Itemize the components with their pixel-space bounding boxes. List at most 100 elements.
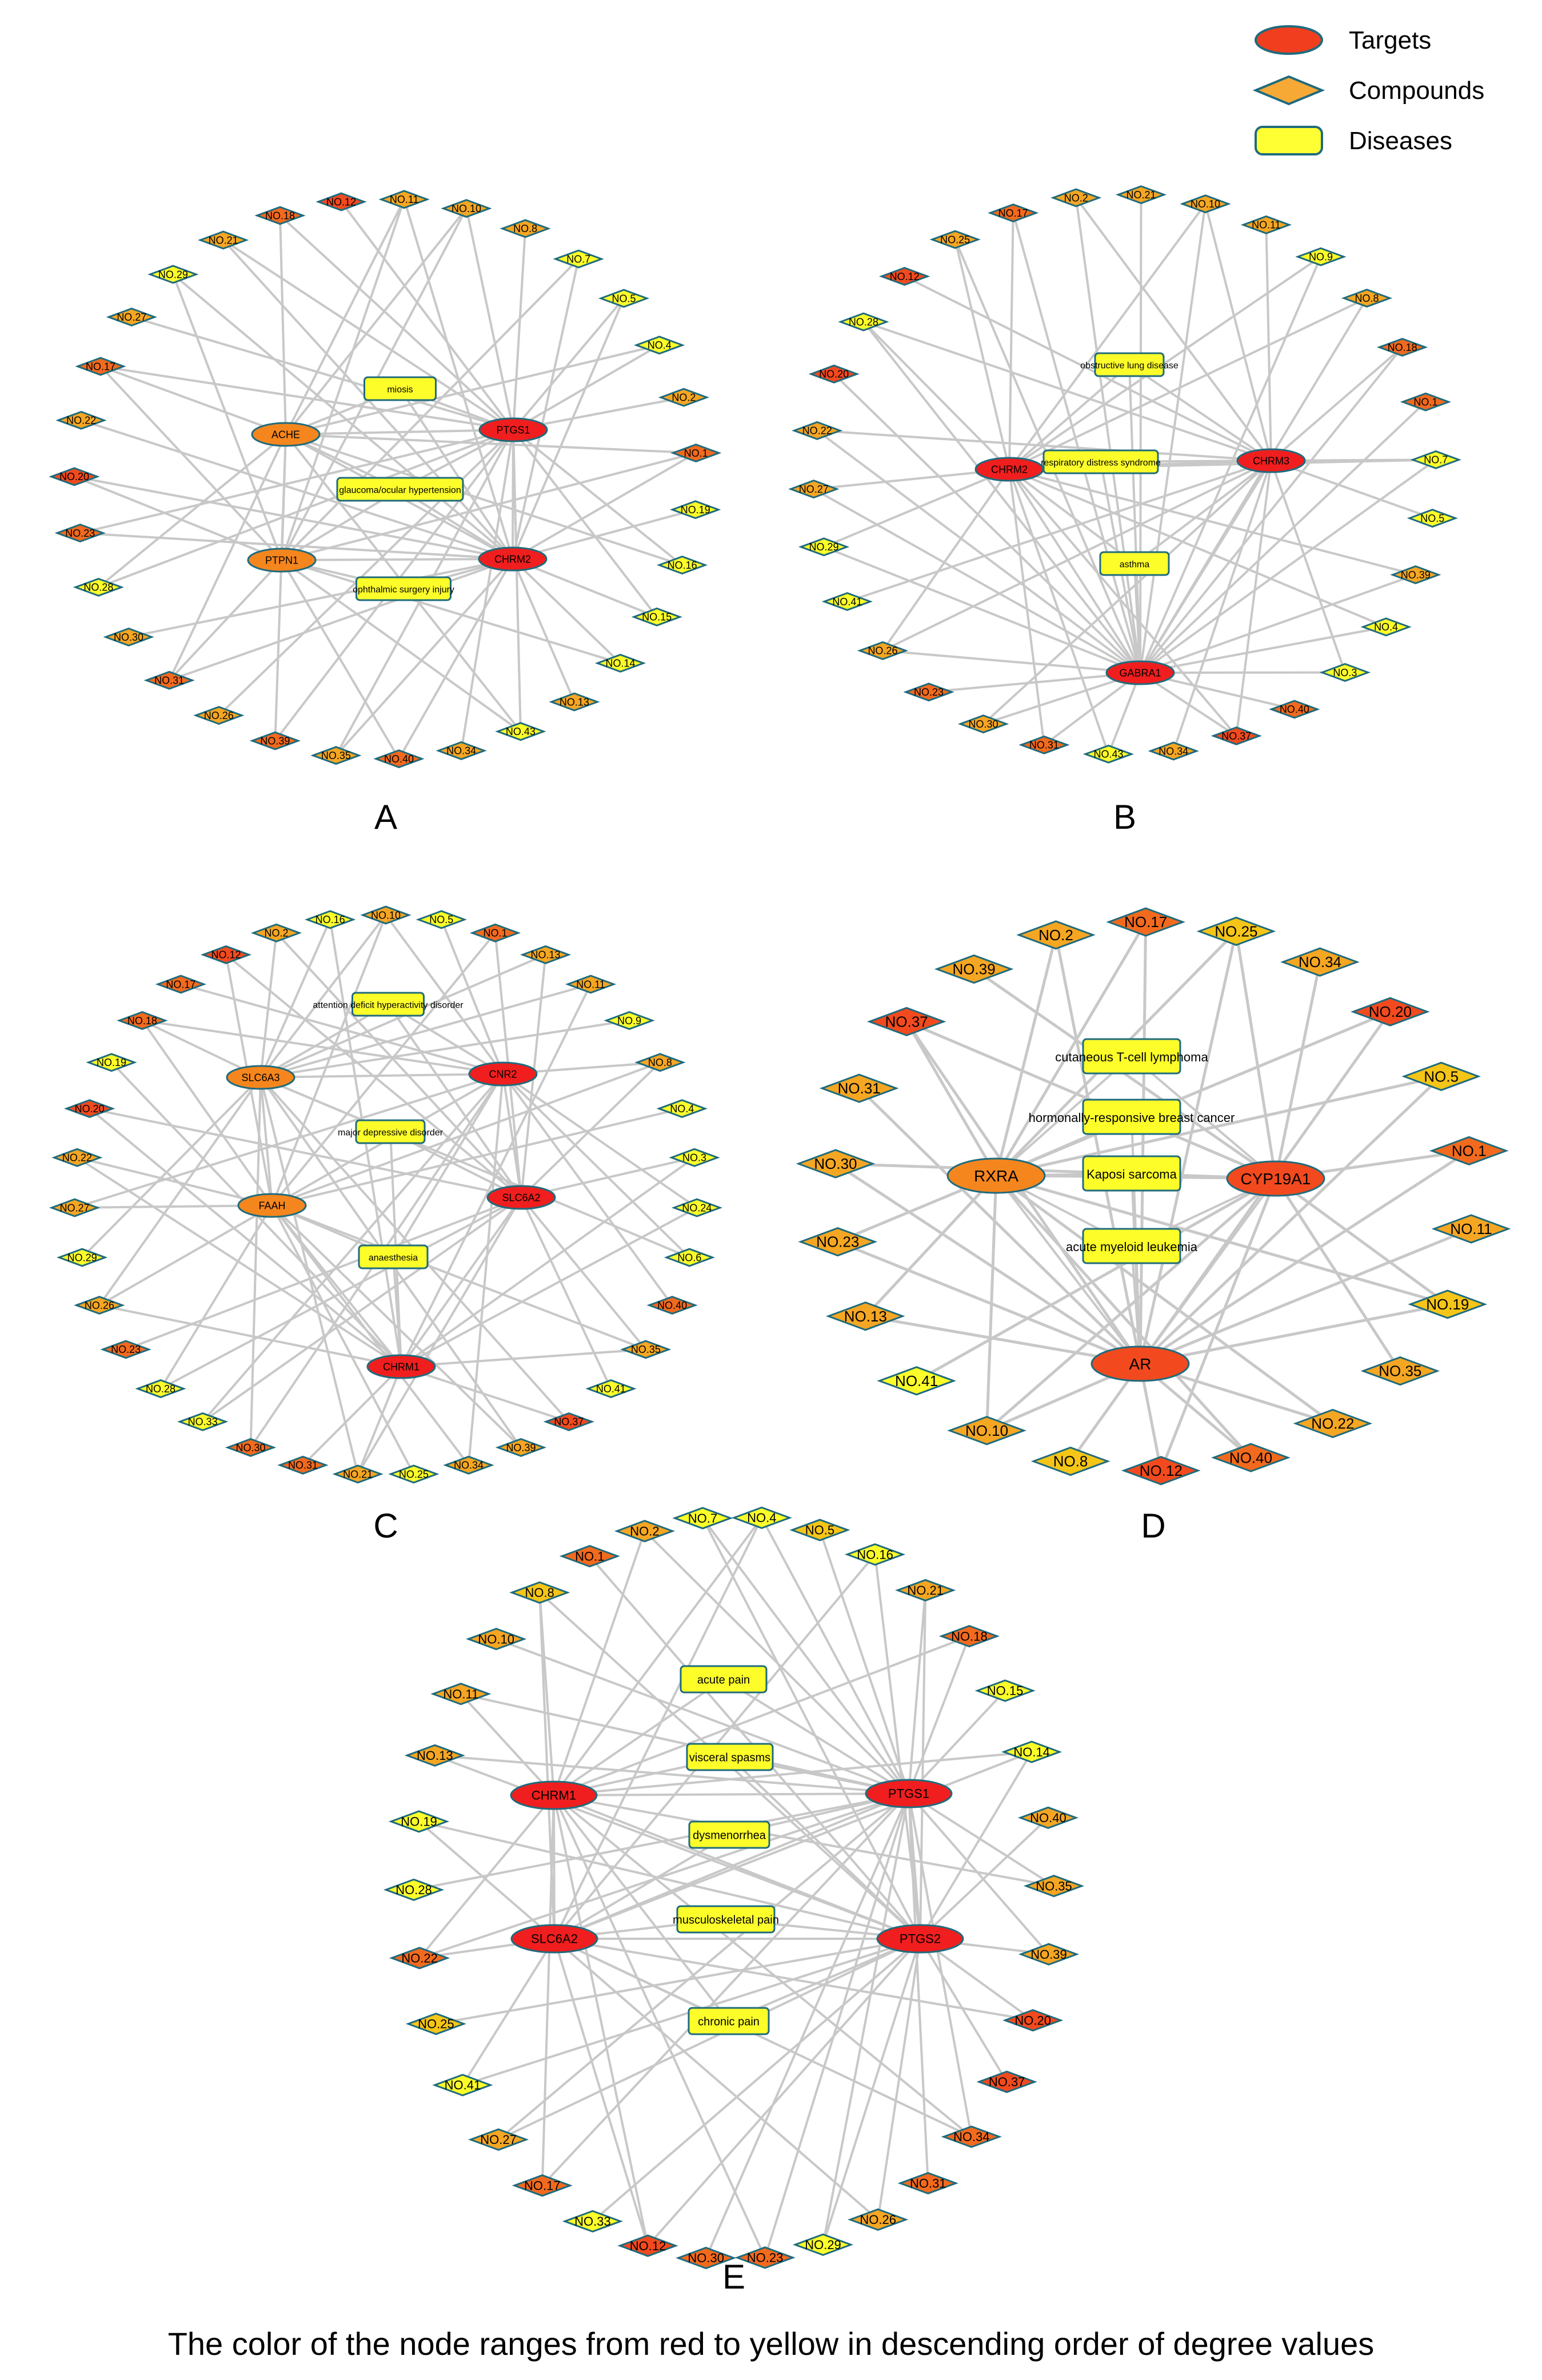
disease-box [1082, 1155, 1181, 1192]
compound-label: NO.23 [747, 2251, 784, 2265]
compound-diamond [670, 500, 721, 520]
edge [882, 649, 1141, 674]
edge [418, 1820, 921, 1940]
disease-box [688, 1820, 770, 1849]
compound-diamond [310, 746, 362, 765]
edge [919, 1938, 1008, 2083]
compound-diamond [1407, 509, 1458, 528]
compound-diamond [1050, 188, 1102, 207]
edge [823, 468, 1010, 548]
edge [502, 1073, 690, 1259]
edge [1128, 364, 1272, 462]
target-label: PTGS1 [496, 424, 530, 436]
edge [1008, 468, 1136, 565]
compound-node: NO.20 [49, 467, 100, 486]
compound-node: NO.15 [631, 607, 682, 626]
compound-diamond [443, 1455, 494, 1475]
compound-label: NO.39 [1401, 569, 1431, 581]
compound-node: NO.28 [135, 1379, 186, 1399]
compound-node: NO.18 [1376, 338, 1428, 357]
edge [1008, 255, 1322, 470]
edge [908, 1690, 1006, 1795]
target-label: SLC6A3 [241, 1072, 279, 1083]
edge [392, 1256, 402, 1367]
compound-node: NO.1 [559, 1545, 620, 1568]
edge [512, 297, 625, 431]
legend-label: Targets [1349, 26, 1431, 54]
legend-label: Compounds [1349, 77, 1484, 105]
compound-diamond [792, 421, 843, 440]
compound-label: NO.26 [85, 1300, 114, 1311]
edge [1009, 468, 1387, 628]
compound-label: NO.29 [809, 541, 839, 553]
edge [99, 365, 283, 561]
edge [553, 1794, 1054, 1887]
legend-label: Diseases [1349, 127, 1452, 155]
disease-box [351, 992, 425, 1017]
compound-diamond [819, 1073, 899, 1103]
target-node: PTPN1 [247, 548, 317, 573]
compound-diamond [825, 1301, 905, 1331]
edge [1009, 297, 1368, 470]
edge [74, 476, 282, 561]
compound-label: NO.26 [860, 2213, 896, 2227]
compound-node: NO.7 [553, 249, 604, 269]
edge [159, 1204, 273, 1389]
compound-diamond [74, 1296, 125, 1315]
edge [908, 1793, 929, 2183]
compound-node: NO.11 [1431, 1214, 1511, 1244]
compound-diamond [1390, 565, 1441, 585]
compound-node: NO.10 [1180, 194, 1231, 214]
compound-node: NO.21 [198, 230, 249, 250]
target-node: CHRM2 [974, 457, 1044, 482]
compound-label: NO.31 [838, 1080, 881, 1097]
compound-diamond [155, 975, 207, 994]
edge [340, 201, 514, 431]
edge [281, 434, 287, 561]
compound-diamond [106, 308, 157, 327]
edge [1140, 573, 1416, 674]
compound-node: NO.6 [664, 1248, 715, 1267]
edge [520, 1197, 612, 1389]
edge [1139, 460, 1272, 674]
compound-label: NO.18 [127, 1015, 157, 1027]
compound-diamond [135, 1379, 186, 1399]
compound-diamond [143, 670, 195, 690]
edge [1139, 1149, 1470, 1365]
compound-label: NO.23 [914, 686, 944, 698]
panel-d: NO.25NO.34NO.20NO.5NO.1NO.11NO.19NO.35NO… [796, 907, 1511, 1485]
disease-node: attention deficit hyperactivity disorder [313, 992, 464, 1017]
edge [916, 1177, 1277, 1383]
compound-label: NO.29 [805, 2238, 841, 2252]
compound-node: NO.34 [1148, 741, 1199, 761]
target-node: AR [1090, 1345, 1190, 1382]
disease-node: asthma [1099, 551, 1170, 576]
compound-node: NO.10 [947, 1416, 1026, 1445]
edge [1139, 458, 1437, 674]
compound-node: NO.39 [1390, 565, 1441, 585]
edge [554, 1792, 909, 1940]
compound-diamond [373, 749, 425, 769]
edge [592, 1938, 921, 2222]
edge [553, 1751, 1032, 1796]
edge [460, 429, 514, 751]
compound-label: NO.35 [1036, 1879, 1072, 1893]
compound-label: NO.10 [478, 1632, 514, 1646]
compound-node: NO.12 [1121, 1456, 1201, 1485]
compound-diamond [1115, 185, 1167, 205]
edge [401, 1348, 646, 1368]
compound-diamond [100, 1340, 151, 1359]
compound-label: NO.27 [60, 1202, 90, 1213]
disease-label: acute pain [697, 1674, 750, 1687]
compound-label: NO.28 [83, 582, 113, 593]
compound-label: NO.19 [401, 1815, 437, 1829]
compound-node: NO.17 [988, 203, 1039, 223]
compound-diamond [664, 1248, 715, 1267]
legend-target-swatch [1255, 25, 1323, 55]
compound-diamond [405, 2012, 466, 2035]
target-ellipse [1090, 1345, 1190, 1382]
compound-diamond [620, 1340, 672, 1359]
target-label: GABRA1 [1119, 667, 1161, 678]
edge [905, 1021, 998, 1177]
compound-node: NO.5 [789, 1519, 850, 1542]
